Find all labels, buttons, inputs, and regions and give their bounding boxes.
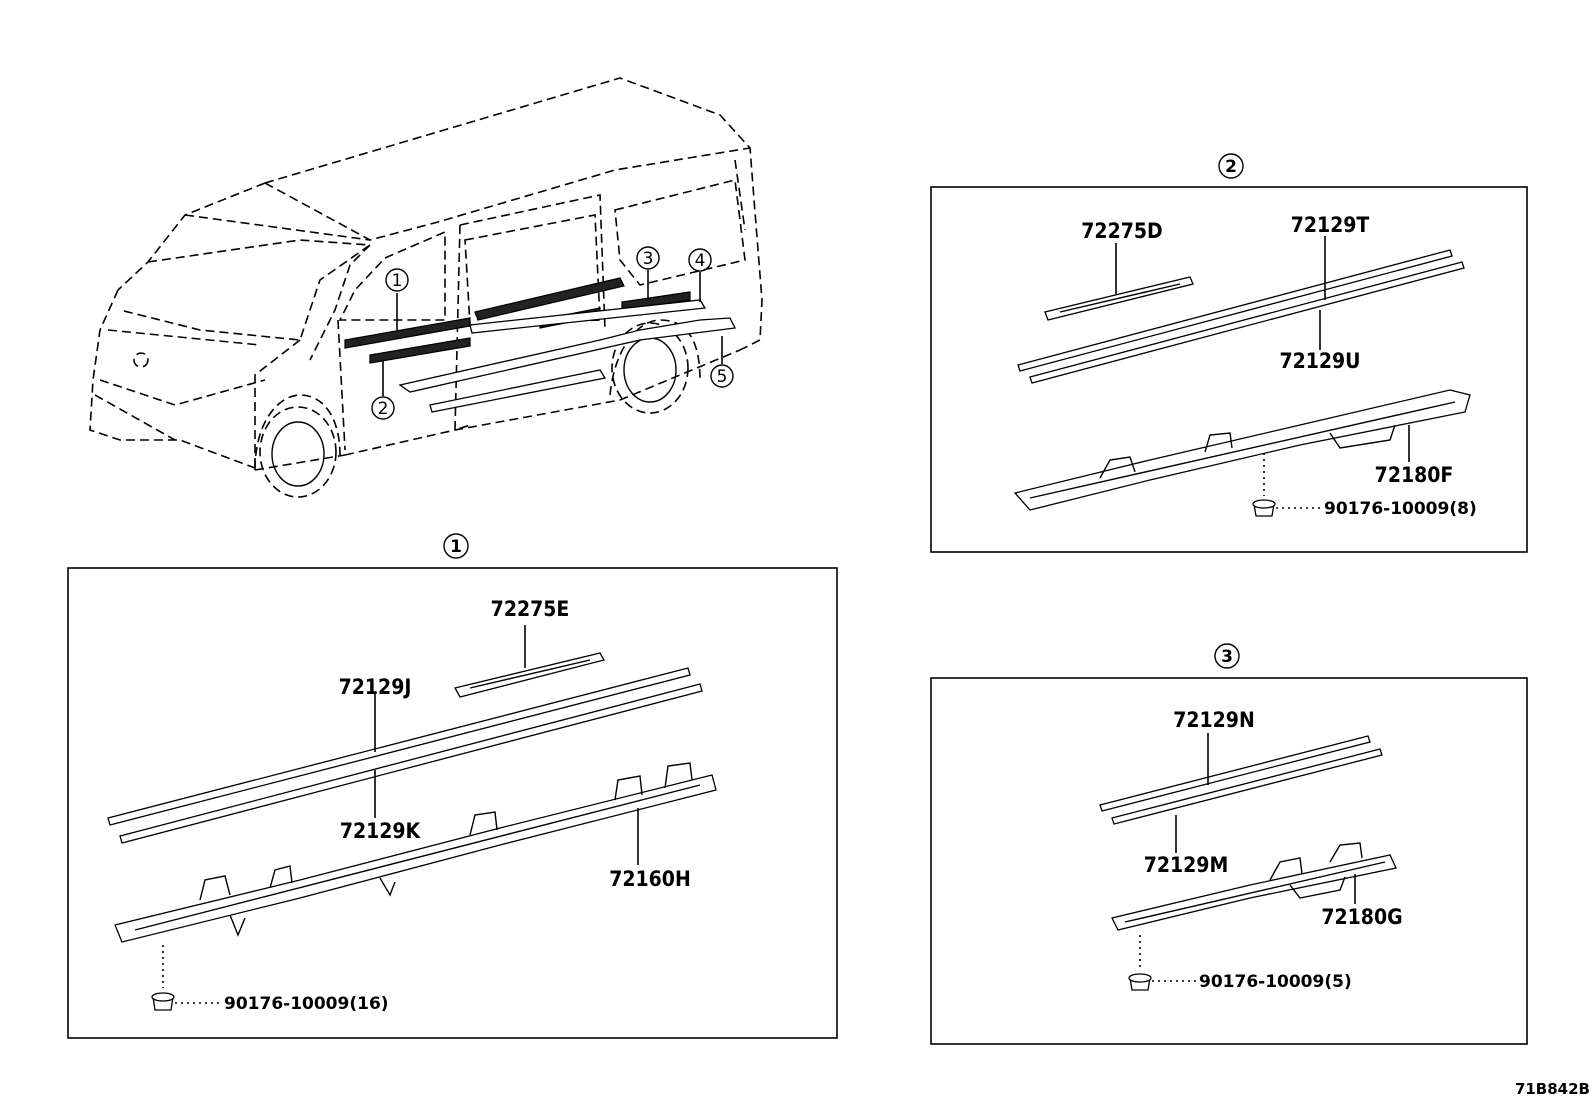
part-72129K-label: 72129K — [340, 819, 422, 843]
part-72129M-label: 72129M — [1144, 853, 1229, 877]
part-72160H-label: 72160H — [609, 867, 691, 891]
van-callout-4-label: 4 — [695, 251, 706, 271]
box-1-frame — [67, 567, 838, 1039]
part-72275D-label: 72275D — [1081, 219, 1162, 243]
van-callout-2 — [371, 396, 395, 420]
part-90176-1-label: 90176-10009(16) — [224, 994, 389, 1014]
van-callout-3-label: 3 — [643, 249, 654, 269]
box-1: 1 72275E 72129J 72129K 72160H 90176-1000… — [67, 533, 838, 1039]
box-2-marker — [1218, 153, 1244, 179]
part-90176-3-label: 90176-10009(5) — [1199, 972, 1352, 992]
box-3: 3 72129N 72129M 72180G 90176-10009(5) — [930, 643, 1528, 1045]
van-callout-1-label: 1 — [392, 271, 403, 291]
van-callout-2-label: 2 — [378, 399, 389, 419]
part-90176-2-label: 90176-10009(8) — [1324, 499, 1477, 519]
box-2-marker-label: 2 — [1225, 157, 1237, 177]
van-callout-4 — [688, 248, 712, 272]
part-72275E-label: 72275E — [491, 597, 570, 621]
box-3-marker — [1214, 643, 1240, 669]
box-3-marker-label: 3 — [1221, 647, 1233, 667]
part-72180F-label: 72180F — [1375, 463, 1454, 487]
part-72129K-shape — [119, 683, 703, 844]
van-callout-1 — [385, 268, 409, 292]
van-illustration: 1 2 3 4 5 — [89, 77, 763, 498]
box-1-marker-label: 1 — [450, 537, 462, 557]
van-callout-5 — [710, 364, 734, 388]
part-72129J-label: 72129J — [339, 675, 412, 699]
van-callout-5-label: 5 — [717, 367, 728, 387]
van-callout-3 — [636, 246, 660, 270]
box-1-marker — [443, 533, 469, 559]
part-72129J-shape — [107, 667, 691, 826]
box-2: 2 72275D 72129T 72129U 72180F 90176-1000… — [930, 153, 1528, 553]
part-72129M-shape — [1111, 748, 1383, 825]
figure-code: 71B842B — [1515, 1080, 1590, 1098]
part-72180G-label: 72180G — [1321, 905, 1402, 929]
part-72129U-label: 72129U — [1279, 349, 1360, 373]
box-2-frame — [930, 186, 1528, 553]
part-72129T-shape — [1017, 249, 1453, 372]
part-72129T-label: 72129T — [1291, 213, 1370, 237]
part-72129N-shape — [1099, 735, 1371, 812]
part-72129N-label: 72129N — [1173, 708, 1255, 732]
box-3-frame — [930, 677, 1528, 1045]
part-72129U-shape — [1029, 261, 1465, 384]
part-72275E-shape — [454, 652, 605, 698]
